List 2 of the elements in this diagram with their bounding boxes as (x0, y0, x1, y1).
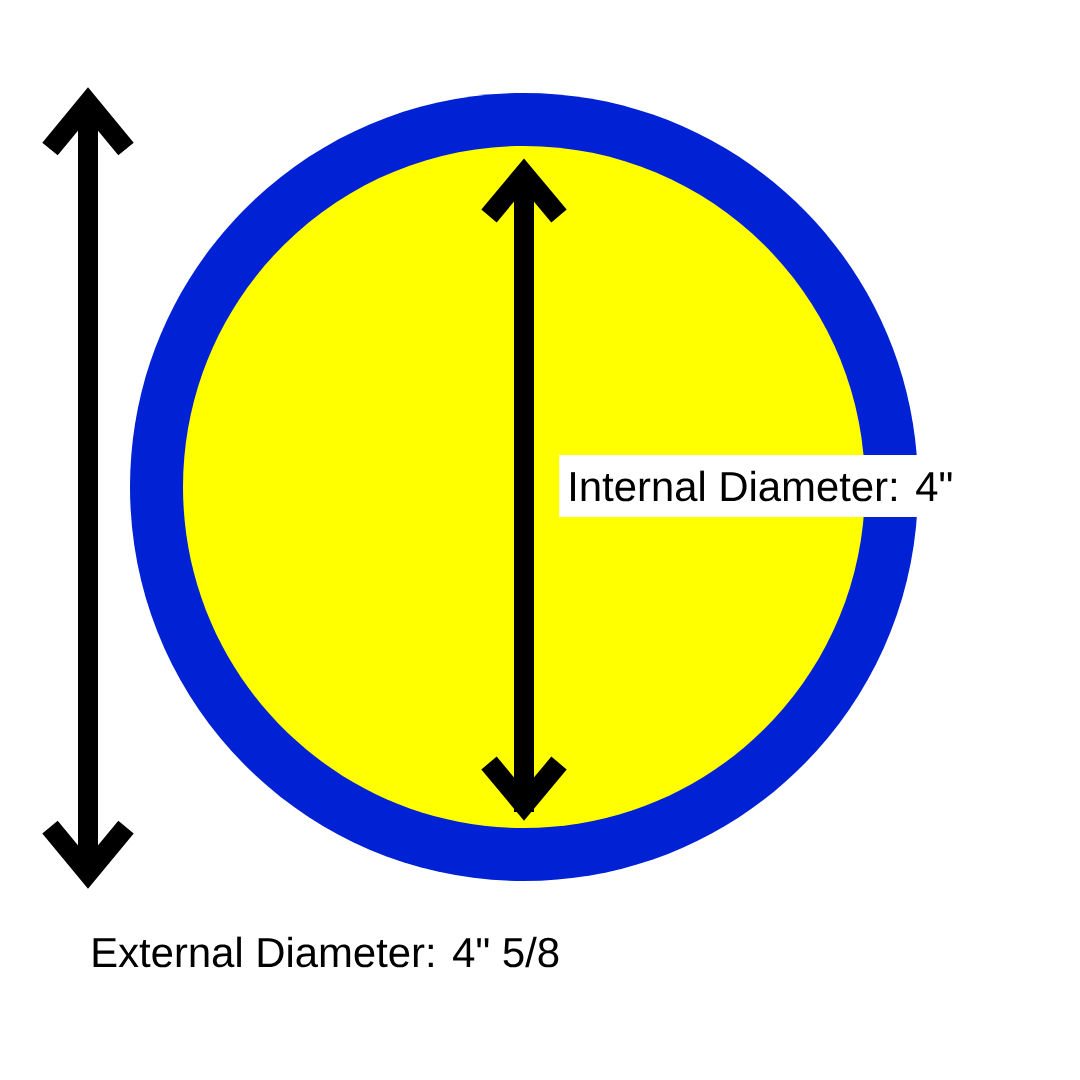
dimension-label: Internal Diameter: 4" (559, 455, 962, 517)
dimension-label: External Diameter: 4" 5/8 (93, 936, 559, 968)
